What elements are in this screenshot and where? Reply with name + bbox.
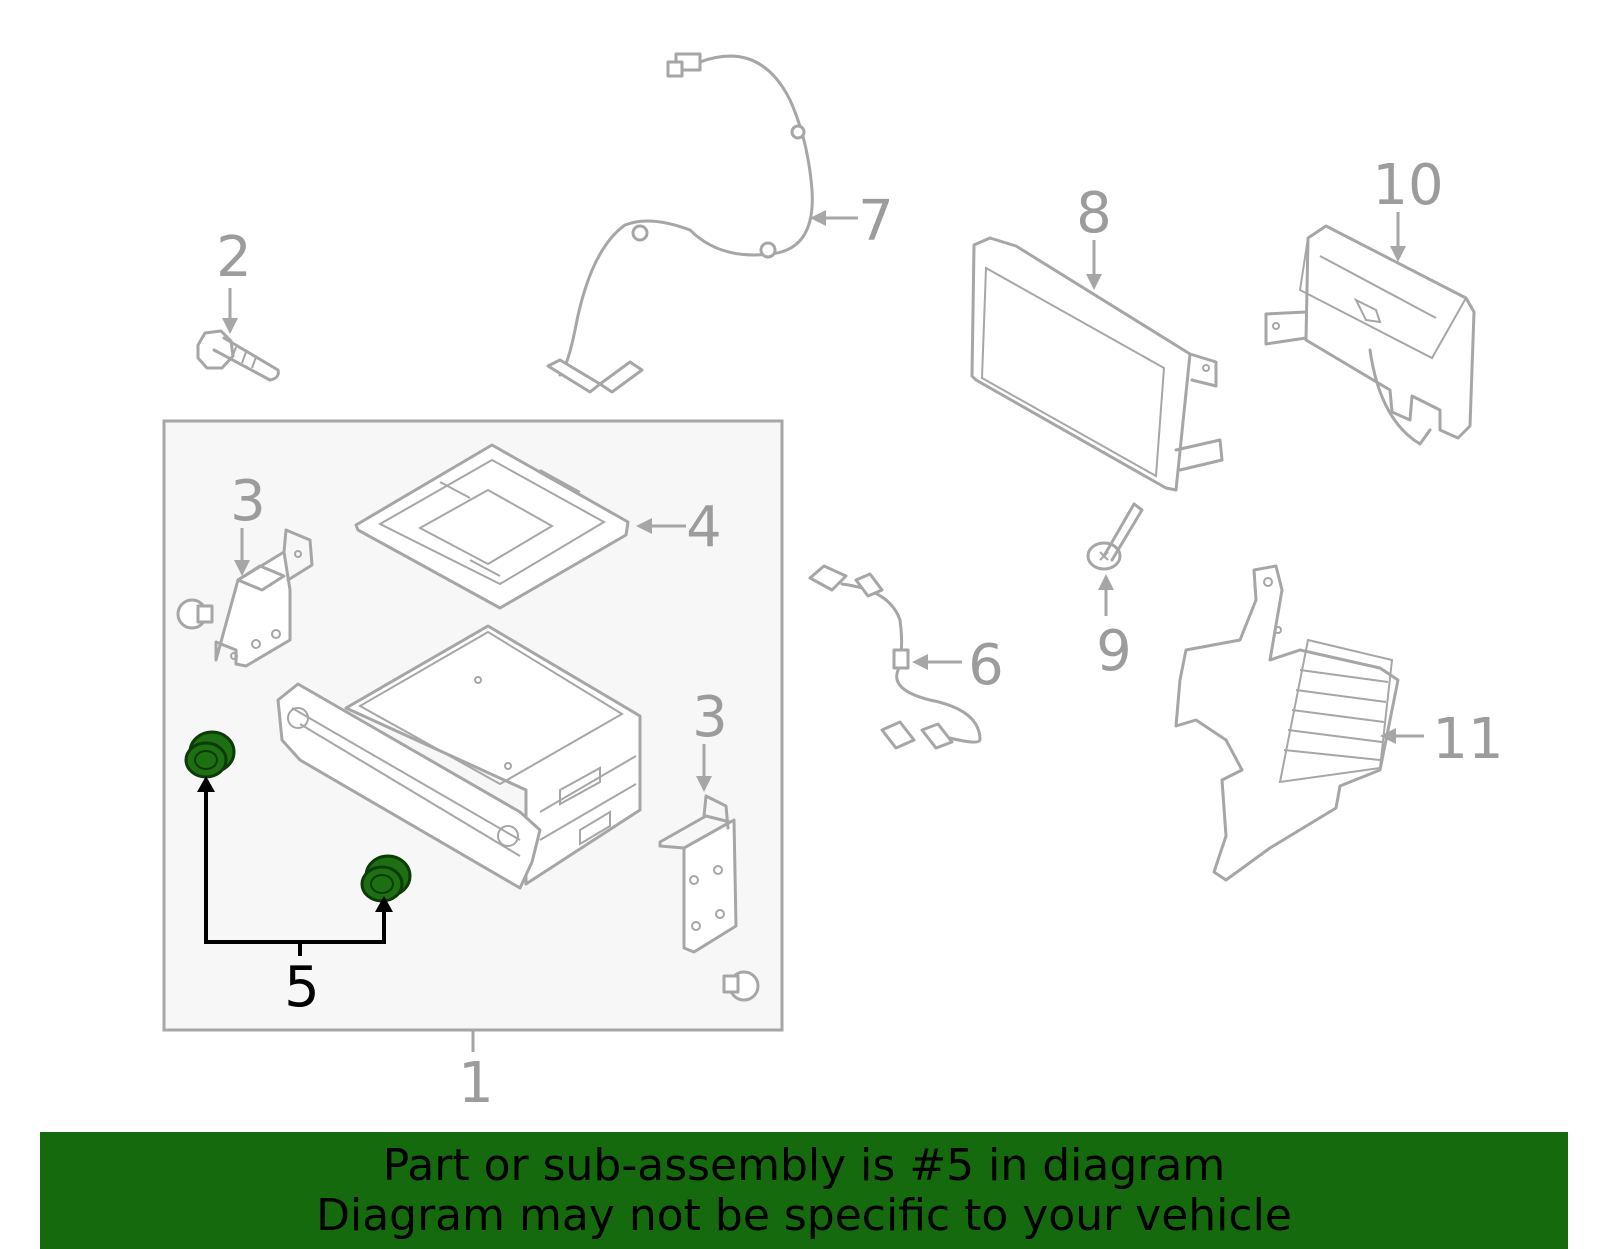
callout-1: 1 — [458, 1051, 494, 1116]
clip-right — [722, 970, 760, 1002]
part-11-bracket — [1174, 564, 1400, 882]
callout-5: 5 — [284, 955, 320, 1020]
part-9-screw — [1086, 502, 1144, 571]
part-4-plate — [354, 443, 630, 610]
callout-11: 11 — [1432, 707, 1503, 772]
callout-4: 4 — [686, 495, 722, 560]
part-7-cable — [546, 52, 814, 394]
callout-7: 7 — [858, 189, 894, 254]
leader-part-5 — [197, 776, 393, 956]
part-6-harness — [808, 564, 982, 750]
info-banner: Part or sub-assembly is #5 in diagram Di… — [40, 1132, 1568, 1249]
part-1-head-unit — [276, 624, 642, 890]
part-5-knob-top — [184, 730, 236, 779]
callout-8: 8 — [1076, 181, 1112, 246]
leader-lines — [222, 210, 1424, 1052]
banner-line-part: Part or sub-assembly is #5 in diagram — [382, 1139, 1226, 1191]
part-3-bracket-right — [658, 794, 738, 954]
clip-left — [176, 598, 214, 630]
part-8-display — [970, 236, 1224, 492]
callout-9: 9 — [1096, 619, 1132, 684]
callout-3-right: 3 — [692, 685, 728, 750]
part-2-bolt — [196, 329, 280, 382]
callout-3-left: 3 — [230, 469, 266, 534]
callout-6: 6 — [968, 633, 1004, 698]
banner-line-disclaimer: Diagram may not be specific to your vehi… — [316, 1189, 1292, 1241]
part-3-bracket-left — [214, 528, 314, 668]
callout-2: 2 — [216, 225, 252, 290]
part-10-module — [1264, 224, 1476, 446]
callout-10: 10 — [1372, 153, 1443, 218]
